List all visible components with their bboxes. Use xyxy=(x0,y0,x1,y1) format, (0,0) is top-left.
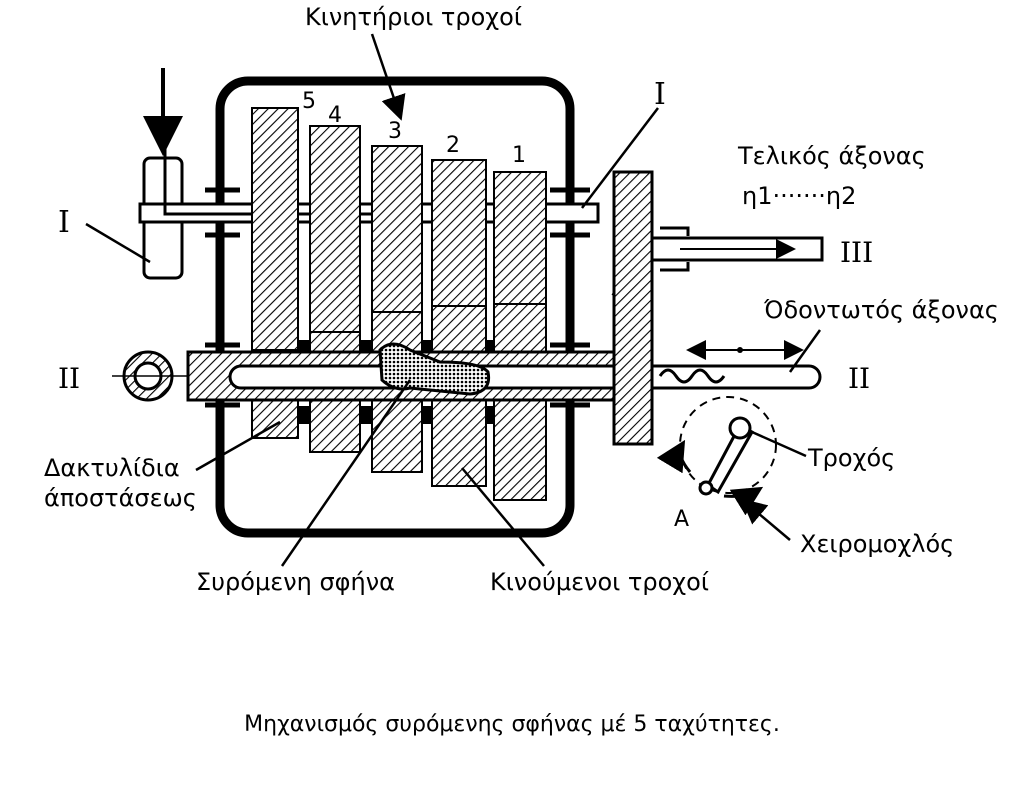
sliding-key-shape xyxy=(378,342,491,396)
label-lever: Χειρομοχλός xyxy=(800,530,954,558)
output-gear xyxy=(612,170,654,446)
label-moving-gears: Κινούμενοι τροχοί xyxy=(490,568,709,596)
shaft-II-section xyxy=(112,350,188,402)
splined-rod xyxy=(658,368,726,384)
label-final-shaft: Τελικός άξονας xyxy=(737,142,926,170)
label-point-A: A xyxy=(674,507,689,532)
label-spacer-rings-2: άποστάσεως xyxy=(44,484,197,512)
label-spacer-rings-1: Δακτυλίδια xyxy=(44,454,180,482)
label-shaft-III: III xyxy=(840,236,873,269)
figure-caption: Μηχανισμός συρόμενης σφήνας μέ 5 ταχύτητ… xyxy=(244,712,780,737)
svg-text:2: 2 xyxy=(446,133,460,158)
svg-text:5: 5 xyxy=(302,89,316,114)
svg-text:1: 1 xyxy=(512,143,526,168)
driving-gears xyxy=(251,107,547,351)
label-wheel: Τροχός xyxy=(807,444,895,472)
leader-lines xyxy=(85,33,822,567)
gear-number-labels: 5 4 3 2 1 xyxy=(302,89,526,168)
bearing-brackets xyxy=(205,178,590,418)
label-shaft-II-left: II xyxy=(58,362,80,395)
svg-text:4: 4 xyxy=(328,103,342,128)
svg-text:3: 3 xyxy=(388,119,402,144)
label-speed-range: η1·······η2 xyxy=(742,182,856,210)
label-driving-gears: Κινητήριοι τροχοί xyxy=(305,3,522,31)
label-shaft-II-right: II xyxy=(848,362,870,395)
label-splined-shaft: Όδοντωτός άξονας xyxy=(763,296,999,324)
label-sliding-key: Συρόμενη σφήνα xyxy=(196,568,395,596)
label-shaft-I-left: I xyxy=(58,205,70,240)
label-shaft-I-right: I xyxy=(654,77,666,112)
wheel-and-lever xyxy=(656,396,777,516)
gearbox-housing xyxy=(215,76,575,538)
